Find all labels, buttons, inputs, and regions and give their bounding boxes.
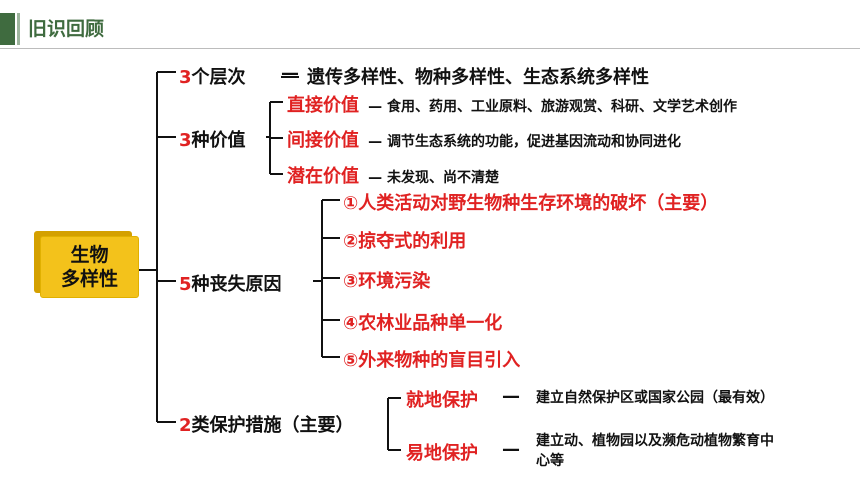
protection-desc-line: 心等: [536, 453, 564, 469]
value-label: 潜在价值: [287, 166, 359, 187]
protection-label-exsitu: 易地保护: [406, 443, 478, 464]
protection-dash: —: [502, 439, 520, 460]
value-desc: — 调节生态系统的功能，促进基因流动和协同进化: [368, 134, 681, 150]
levels-label: 个层次: [191, 67, 246, 88]
value-desc: — 食用、药用、工业原料、旅游观赏、科研、文学艺术创作: [368, 99, 737, 115]
value-label: 间接价值: [287, 130, 359, 151]
values-number: 3: [179, 130, 192, 151]
branch-values: 3种价值: [179, 126, 246, 152]
cause-item: ②掠夺式的利用: [343, 231, 467, 252]
cause-item: ⑤外来物种的盲目引入: [343, 350, 521, 371]
root-line2: 多样性: [60, 268, 118, 290]
protection-label: 类保护措施（主要）: [191, 415, 354, 436]
header-accent-bar: [0, 13, 15, 45]
page-title: 旧识回顾: [28, 18, 105, 40]
causes-number: 5: [179, 274, 192, 295]
protection-desc-insitu: 建立自然保护区或国家公园（最有效）: [536, 390, 774, 406]
protection-desc-exsitu: 建立动、植物园以及濒危动植物繁育中 心等: [536, 431, 774, 471]
branch-causes: 5种丧失原因: [179, 270, 282, 296]
cause-item: ③环境污染: [343, 271, 431, 292]
value-desc: — 未发现、尚不清楚: [368, 170, 499, 186]
branch-levels: 3个层次: [179, 63, 246, 89]
root-node: 生物 多样性: [40, 236, 139, 298]
protection-dash: —: [502, 386, 520, 407]
value-label: 直接价值: [287, 95, 359, 116]
protection-label-insitu: 就地保护: [406, 390, 478, 411]
protection-desc-line: 建立动、植物园以及濒危动植物繁育中: [536, 433, 774, 449]
header-divider: [0, 48, 860, 49]
cause-item: ①人类活动对野生物种生存环境的破坏（主要）: [343, 193, 719, 214]
causes-label: 种丧失原因: [191, 274, 282, 295]
root-line1: 生物: [70, 244, 109, 266]
value-item-direct: 直接价值 — 食用、药用、工业原料、旅游观赏、科研、文学艺术创作: [287, 91, 737, 117]
values-label: 种价值: [191, 130, 246, 151]
levels-dash: —: [281, 63, 299, 84]
levels-number: 3: [179, 67, 192, 88]
branch-protection: 2类保护措施（主要）: [179, 411, 354, 437]
value-item-potential: 潜在价值 — 未发现、尚不清楚: [287, 162, 499, 188]
value-item-indirect: 间接价值 — 调节生态系统的功能，促进基因流动和协同进化: [287, 126, 681, 152]
protection-number: 2: [179, 415, 192, 436]
levels-desc: 遗传多样性、物种多样性、生态系统多样性: [307, 67, 649, 88]
header-accent-bar-thin: [17, 13, 20, 45]
cause-item: ④农林业品种单一化: [343, 313, 503, 334]
